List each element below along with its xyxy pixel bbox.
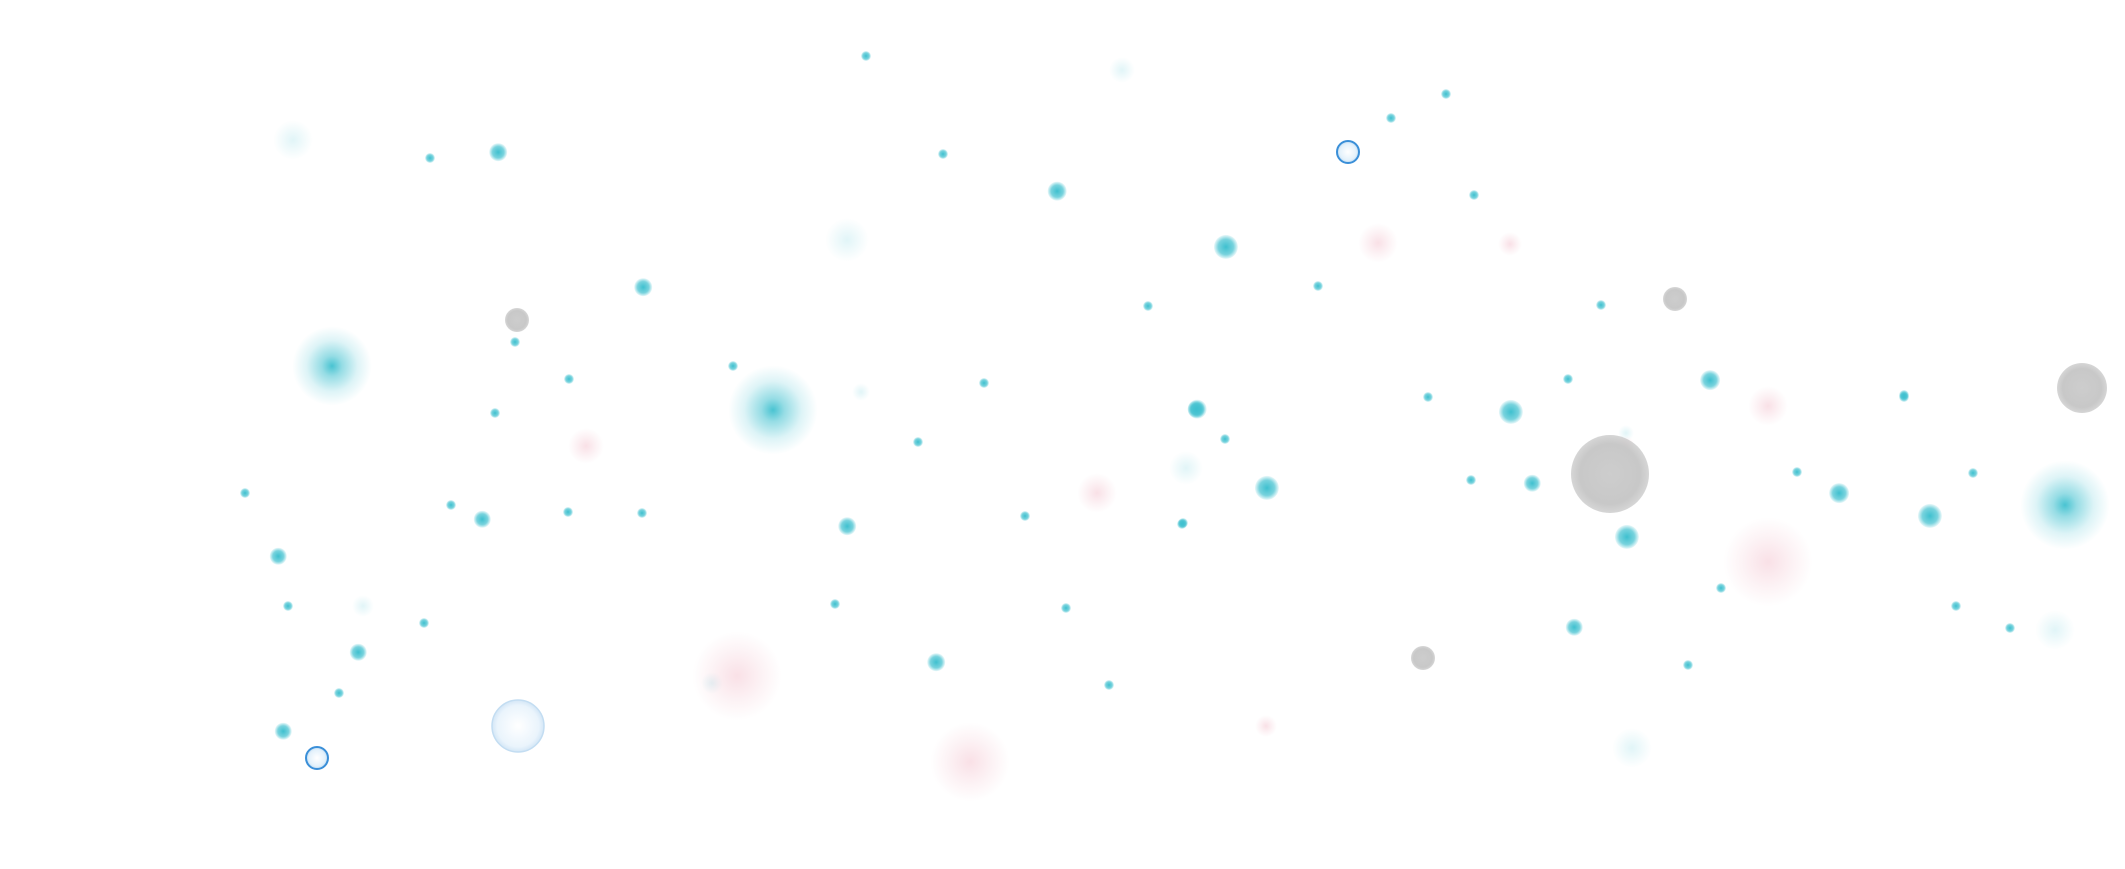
bubble-ring-icon (305, 746, 329, 770)
bubble-ring-icon (1336, 140, 1360, 164)
bubble-large-icon (491, 699, 545, 753)
